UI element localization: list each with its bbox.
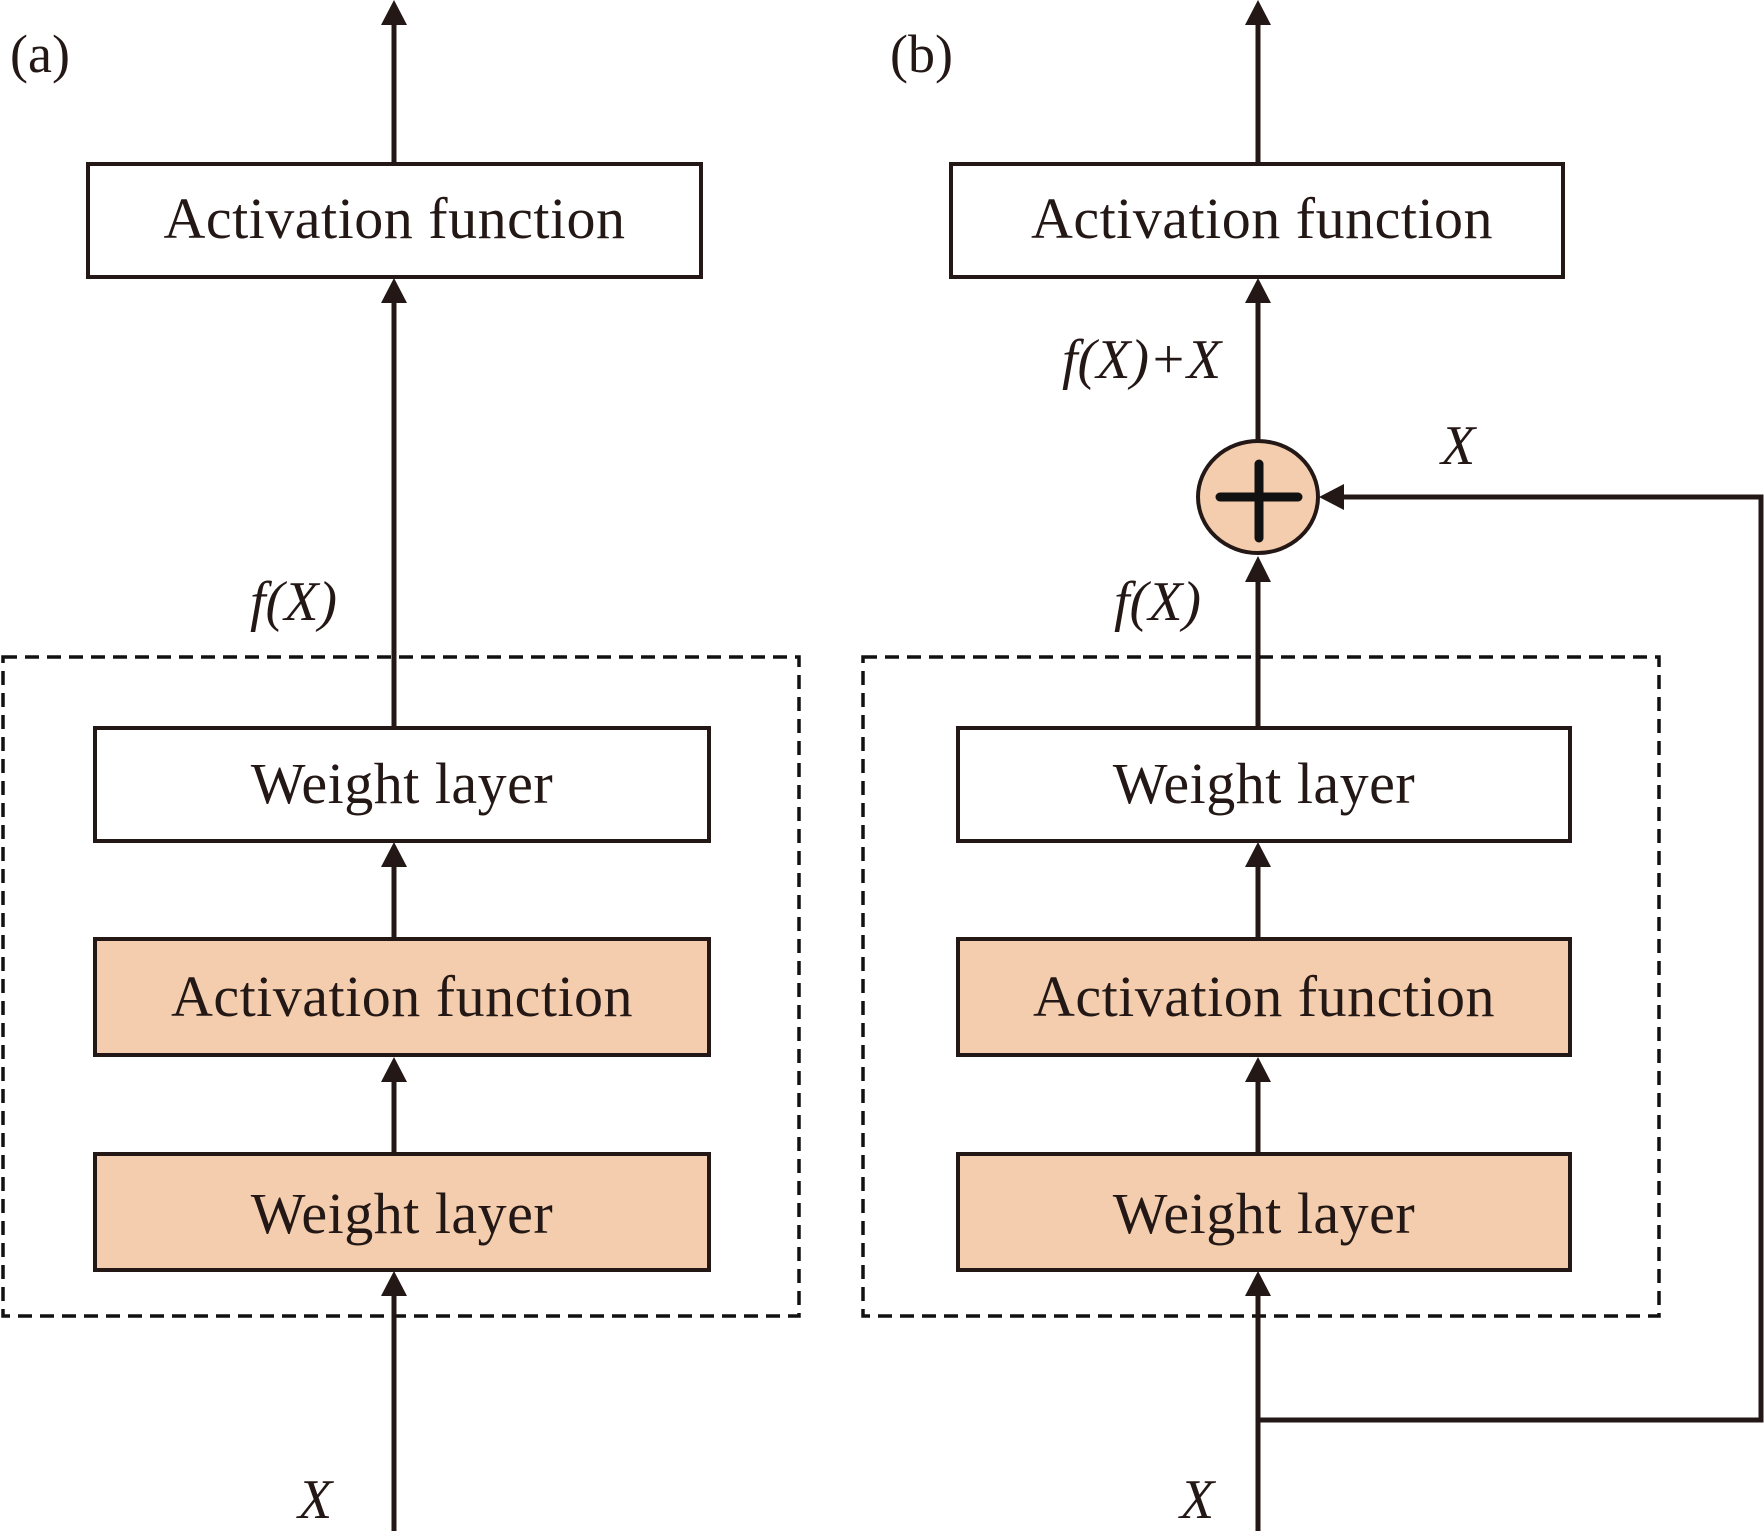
output-activation-text-a: Activation function bbox=[163, 186, 625, 251]
input-label-a: X bbox=[296, 1469, 335, 1531]
sum-label-b: f(X)+X bbox=[1062, 329, 1224, 391]
arrowhead-icon bbox=[1245, 278, 1271, 303]
weight-layer-top-a bbox=[93, 726, 711, 843]
weight-layer-top-text-a: Weight layer bbox=[251, 751, 554, 816]
arrowhead-icon bbox=[381, 0, 407, 25]
weight-layer-top-b bbox=[956, 726, 1572, 843]
shortcut-label-b: X bbox=[1439, 415, 1478, 477]
shortcut-connection bbox=[1258, 494, 1764, 1423]
output-activation-box-b bbox=[949, 162, 1565, 279]
residual-block-outline-a bbox=[1, 655, 801, 1318]
residual-block-outline-b bbox=[861, 655, 1661, 1318]
plus-icon bbox=[1215, 459, 1303, 543]
arrowhead-icon bbox=[381, 1057, 407, 1082]
panel-b-label: (b) bbox=[890, 24, 953, 84]
panel-a-label: (a) bbox=[10, 24, 70, 84]
activation-middle-text-b: Activation function bbox=[1033, 964, 1495, 1029]
arrowhead-icon bbox=[1245, 556, 1271, 582]
arrowhead-icon bbox=[1319, 484, 1344, 510]
arrowhead-icon bbox=[381, 1271, 407, 1296]
arrowhead-icon bbox=[1245, 0, 1271, 25]
arrowhead-icon bbox=[1245, 1057, 1271, 1082]
block-output-label-a: f(X) bbox=[250, 571, 337, 633]
weight-layer-bottom-b bbox=[956, 1152, 1572, 1272]
panel-a: (a) Activation function f(X) Weight laye… bbox=[1, 0, 801, 1531]
arrowhead-icon bbox=[1245, 1271, 1271, 1296]
output-activation-box-a bbox=[86, 162, 703, 279]
output-activation-text-b: Activation function bbox=[1031, 186, 1493, 251]
panel-b: (b) Activation function f(X)+X X f(X) We… bbox=[861, 0, 1764, 1531]
weight-layer-top-text-b: Weight layer bbox=[1113, 751, 1416, 816]
arrowhead-icon bbox=[381, 278, 407, 303]
input-label-b: X bbox=[1178, 1469, 1217, 1531]
block-output-label-b: f(X) bbox=[1114, 571, 1201, 633]
activation-middle-b bbox=[956, 937, 1572, 1057]
weight-layer-bottom-text-a: Weight layer bbox=[251, 1181, 554, 1246]
weight-layer-bottom-text-b: Weight layer bbox=[1113, 1181, 1416, 1246]
arrowhead-icon bbox=[381, 842, 407, 867]
activation-middle-text-a: Activation function bbox=[171, 964, 633, 1029]
weight-layer-bottom-a bbox=[93, 1152, 711, 1272]
activation-middle-a bbox=[93, 937, 711, 1057]
arrowhead-icon bbox=[1245, 842, 1271, 867]
